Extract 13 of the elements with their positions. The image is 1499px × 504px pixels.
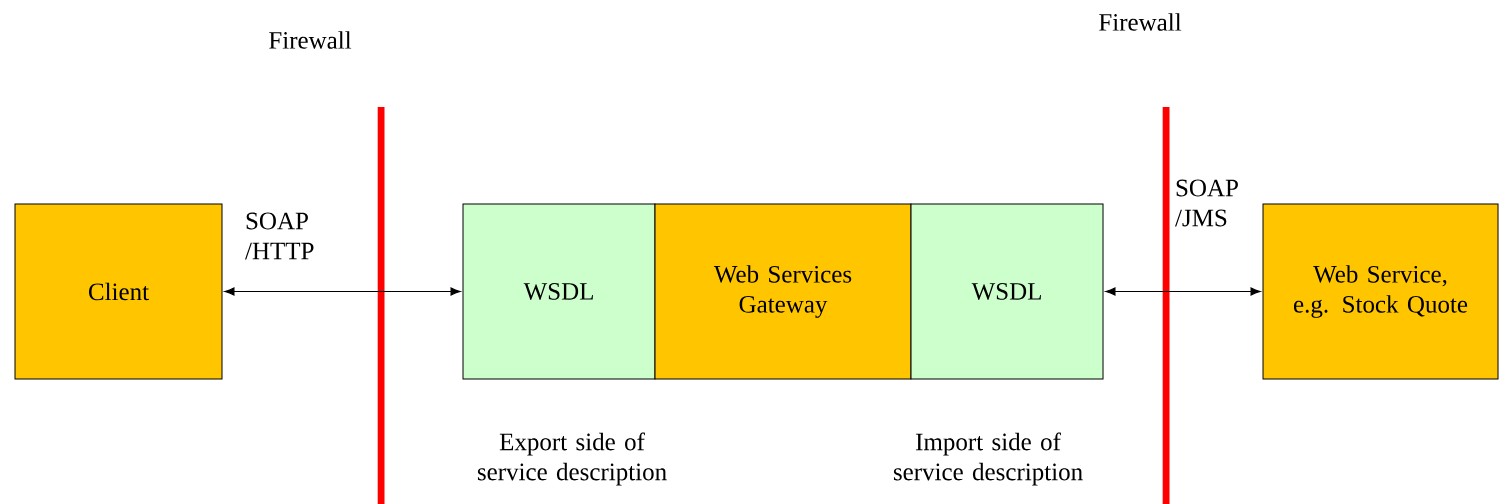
- firewall-label: Firewall: [1099, 13, 1182, 31]
- note-text: Export side of service description: [477, 432, 667, 486]
- wsdl-box: WSDL: [910, 203, 1104, 380]
- edge-label: SOAP /HTTP: [245, 212, 314, 260]
- edge-label: SOAP /JMS: [1175, 179, 1238, 227]
- service-box: Web Services Gateway: [654, 203, 912, 380]
- service-box: Client: [14, 203, 223, 380]
- firewall-label: Firewall: [269, 31, 352, 49]
- note-text: Import side of service description: [893, 432, 1083, 486]
- wsdl-box: WSDL: [462, 203, 656, 380]
- arrow: [224, 287, 461, 296]
- arrow: [1105, 287, 1261, 296]
- service-box: Web Service, e.g. Stock Quote: [1262, 203, 1499, 380]
